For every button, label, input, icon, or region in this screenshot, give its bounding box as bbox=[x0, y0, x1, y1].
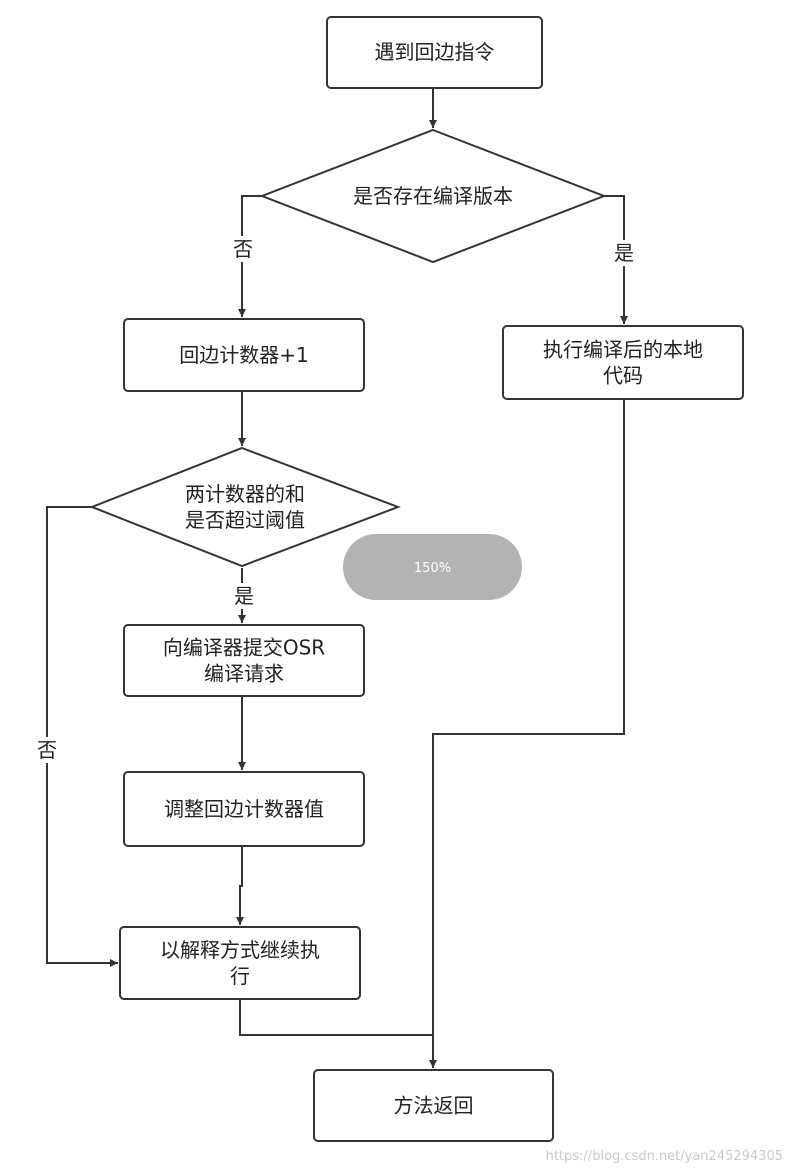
node-label-line: 向编译器提交OSR bbox=[163, 636, 325, 660]
node-label-line: 回边计数器+1 bbox=[179, 343, 308, 367]
node-check-threshold: 两计数器的和是否超过阈值 bbox=[89, 446, 401, 568]
node-return: 方法返回 bbox=[313, 1069, 554, 1142]
edge-labels: 否 是 是 否 bbox=[36, 236, 635, 763]
zoom-indicator: 150% bbox=[343, 534, 522, 600]
node-label-line: 行 bbox=[230, 964, 250, 988]
edge-interpret-to-return bbox=[239, 999, 433, 1036]
node-label-line: 两计数器的和 bbox=[185, 482, 305, 506]
node-check-compiled: 是否存在编译版本 bbox=[259, 128, 607, 264]
watermark: https://blog.csdn.net/yan245294305 bbox=[546, 1149, 783, 1164]
node-start-label: 遇到回边指令 bbox=[375, 40, 495, 64]
edge-label-compiled-no: 否 bbox=[233, 237, 253, 261]
node-label-line: 遇到回边指令 bbox=[375, 40, 495, 64]
node-return-label: 方法返回 bbox=[394, 1094, 474, 1118]
edges bbox=[46, 88, 628, 1068]
node-adjust-counter-label: 调整回边计数器值 bbox=[164, 797, 324, 821]
node-label-line: 方法返回 bbox=[394, 1094, 474, 1118]
edge-check-compiled-yes bbox=[604, 195, 628, 324]
node-label-line: 调整回边计数器值 bbox=[164, 797, 324, 821]
node-start: 遇到回边指令 bbox=[326, 16, 543, 89]
node-label-line: 以解释方式继续执 bbox=[160, 938, 320, 962]
edge-label-threshold-yes: 是 bbox=[234, 584, 254, 608]
edge-native-to-return bbox=[429, 399, 625, 1068]
node-label-line: 执行编译后的本地 bbox=[543, 338, 703, 362]
node-execute-native: 执行编译后的本地代码 bbox=[502, 325, 744, 400]
node-increment-counter-label: 回边计数器+1 bbox=[179, 343, 308, 367]
edge-threshold-no bbox=[46, 506, 118, 967]
zoom-level-label: 150% bbox=[414, 561, 451, 576]
node-check-threshold-label: 两计数器的和是否超过阈值 bbox=[185, 482, 305, 532]
node-interpret-label: 以解释方式继续执行 bbox=[160, 938, 320, 988]
edge-adjust-to-interpret bbox=[236, 846, 244, 925]
node-label-line: 是否存在编译版本 bbox=[353, 184, 513, 208]
node-label-line: 是否超过阈值 bbox=[185, 508, 305, 532]
node-label-line: 代码 bbox=[603, 364, 643, 388]
edge-check-compiled-no bbox=[238, 195, 262, 317]
node-check-compiled-label: 是否存在编译版本 bbox=[353, 184, 513, 208]
edge-label-threshold-no: 否 bbox=[37, 738, 57, 762]
node-label-line: 编译请求 bbox=[204, 662, 284, 686]
node-interpret: 以解释方式继续执行 bbox=[119, 926, 361, 1000]
node-increment-counter: 回边计数器+1 bbox=[123, 318, 365, 392]
edge-label-compiled-yes: 是 bbox=[614, 241, 634, 265]
node-execute-native-label: 执行编译后的本地代码 bbox=[543, 338, 703, 388]
node-adjust-counter: 调整回边计数器值 bbox=[123, 771, 365, 847]
